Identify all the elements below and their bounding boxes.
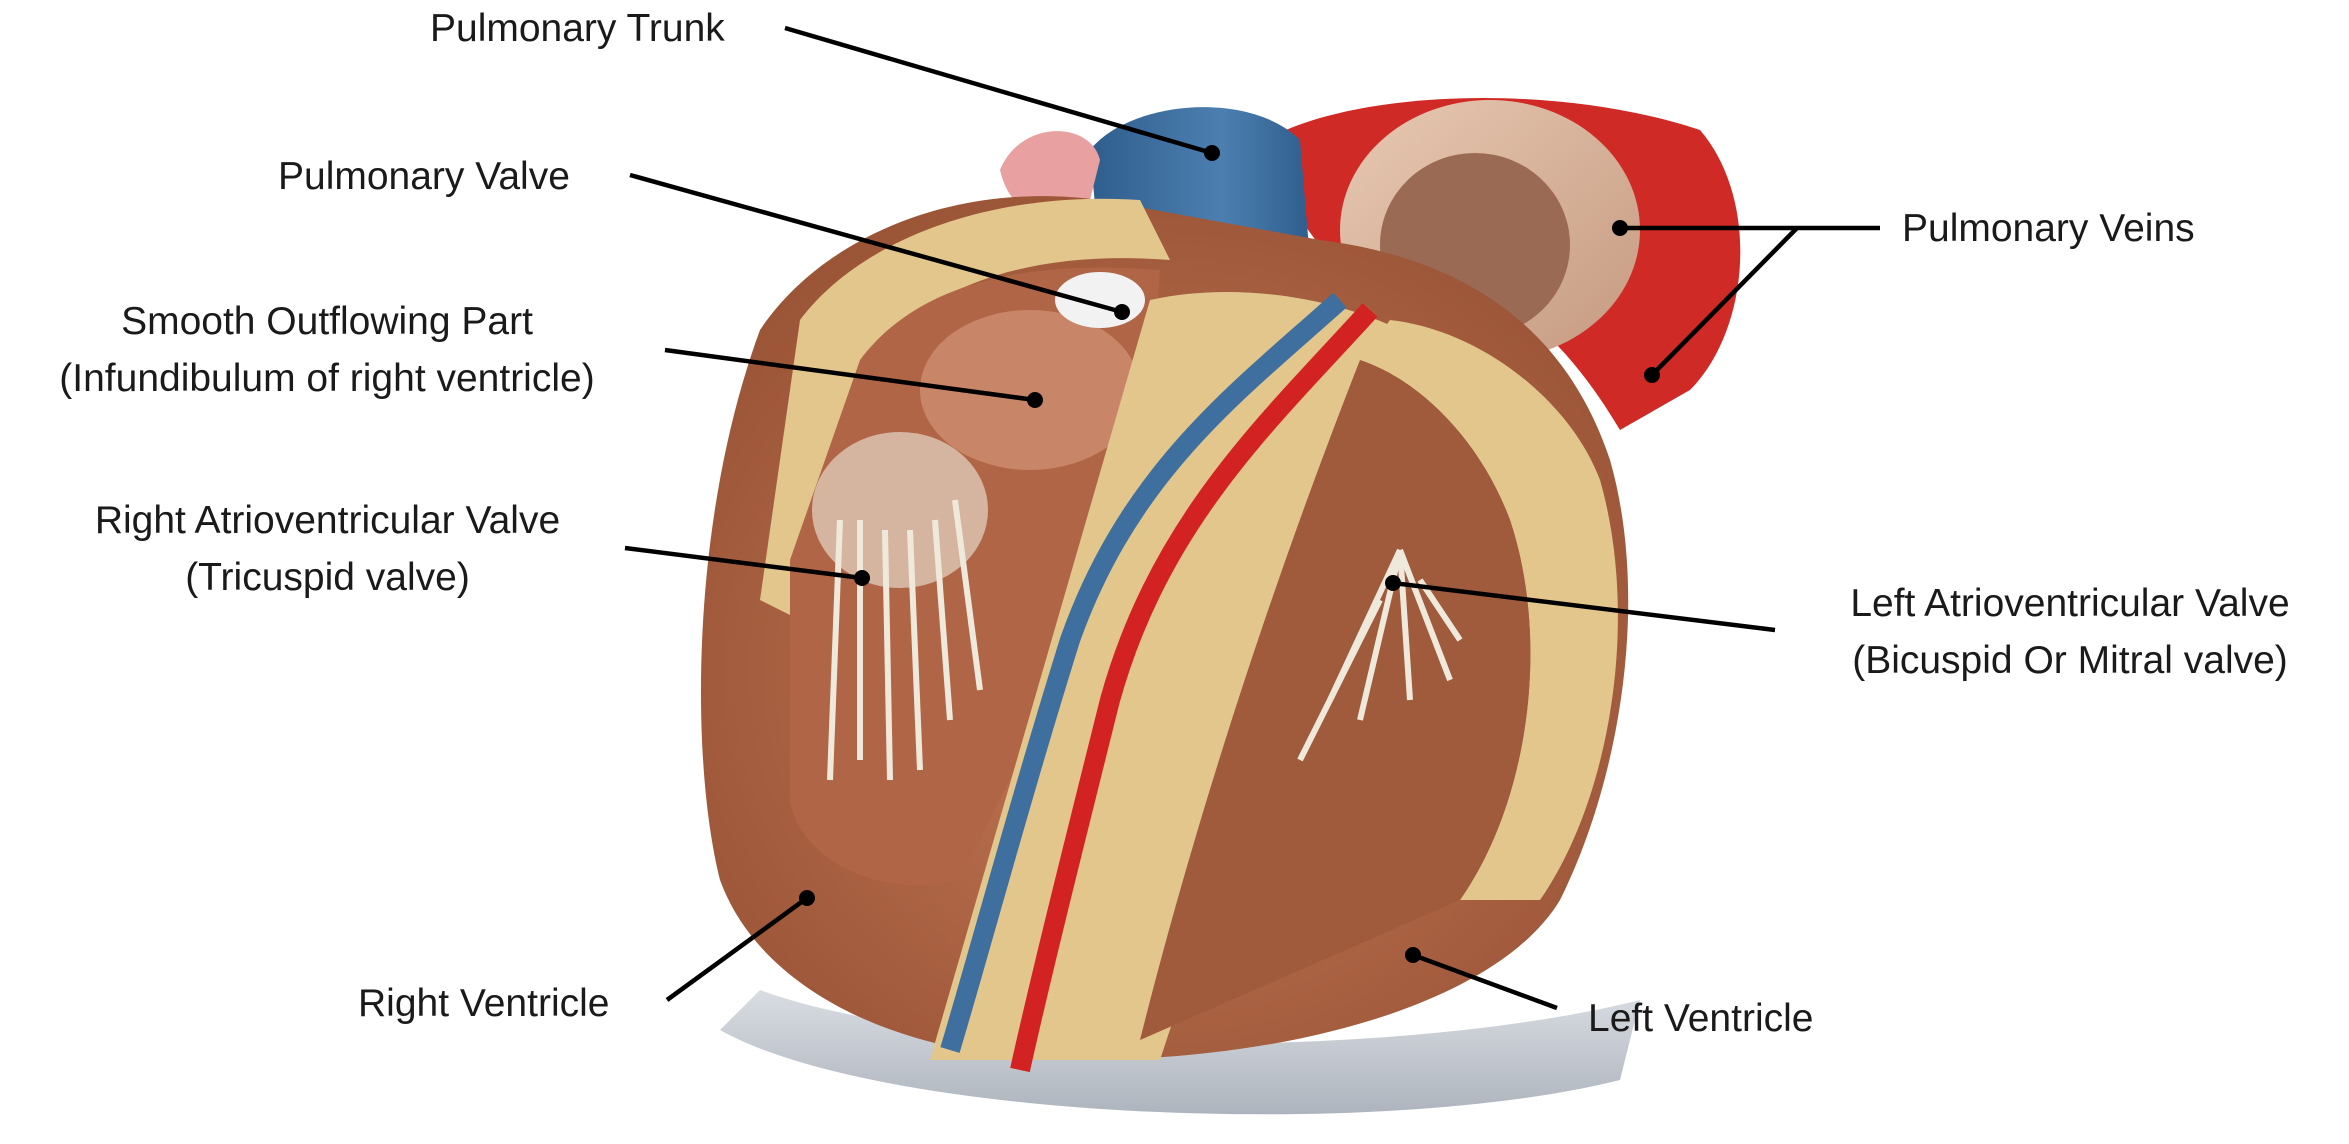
dot-left-ventricle [1405,947,1421,963]
dot-right-ventricle [799,890,815,906]
label-right-av-valve-line2: (Tricuspid valve) [55,549,600,606]
dot-smooth-outflowing-part [1027,392,1043,408]
label-left-av-valve-line1: Left Atrioventricular Valve [1810,575,2330,632]
label-left-av-valve-line2: (Bicuspid Or Mitral valve) [1810,632,2330,689]
label-right-ventricle: Right Ventricle [358,975,609,1032]
label-pulmonary-veins-text: Pulmonary Veins [1902,200,2195,257]
label-left-av-valve: Left Atrioventricular Valve (Bicuspid Or… [1810,575,2330,689]
label-right-ventricle-text: Right Ventricle [358,975,609,1032]
dot-pulmonary-trunk [1204,145,1220,161]
dot-pulmonary-vein-upper [1612,220,1628,236]
dot-pulmonary-valve [1114,304,1130,320]
leader-pulmonary-trunk [785,28,1212,153]
label-pulmonary-trunk: Pulmonary Trunk [430,0,725,57]
dot-left-av-valve [1385,575,1401,591]
label-right-av-valve: Right Atrioventricular Valve (Tricuspid … [55,492,600,606]
label-right-av-valve-line1: Right Atrioventricular Valve [55,492,600,549]
dot-pulmonary-vein-lower [1644,367,1660,383]
pulmonary-valve-shape [1055,272,1145,328]
label-pulmonary-valve: Pulmonary Valve [278,148,570,205]
label-left-ventricle: Left Ventricle [1588,990,1813,1047]
label-smooth-outflowing-part: Smooth Outflowing Part (Infundibulum of … [12,293,642,407]
label-left-ventricle-text: Left Ventricle [1588,990,1813,1047]
label-pulmonary-trunk-text: Pulmonary Trunk [430,0,725,57]
label-pulmonary-veins: Pulmonary Veins [1902,200,2195,257]
label-smooth-outflowing-part-line1: Smooth Outflowing Part [12,293,642,350]
label-pulmonary-valve-text: Pulmonary Valve [278,148,570,205]
dot-right-av-valve [854,570,870,586]
label-smooth-outflowing-part-line2: (Infundibulum of right ventricle) [12,350,642,407]
